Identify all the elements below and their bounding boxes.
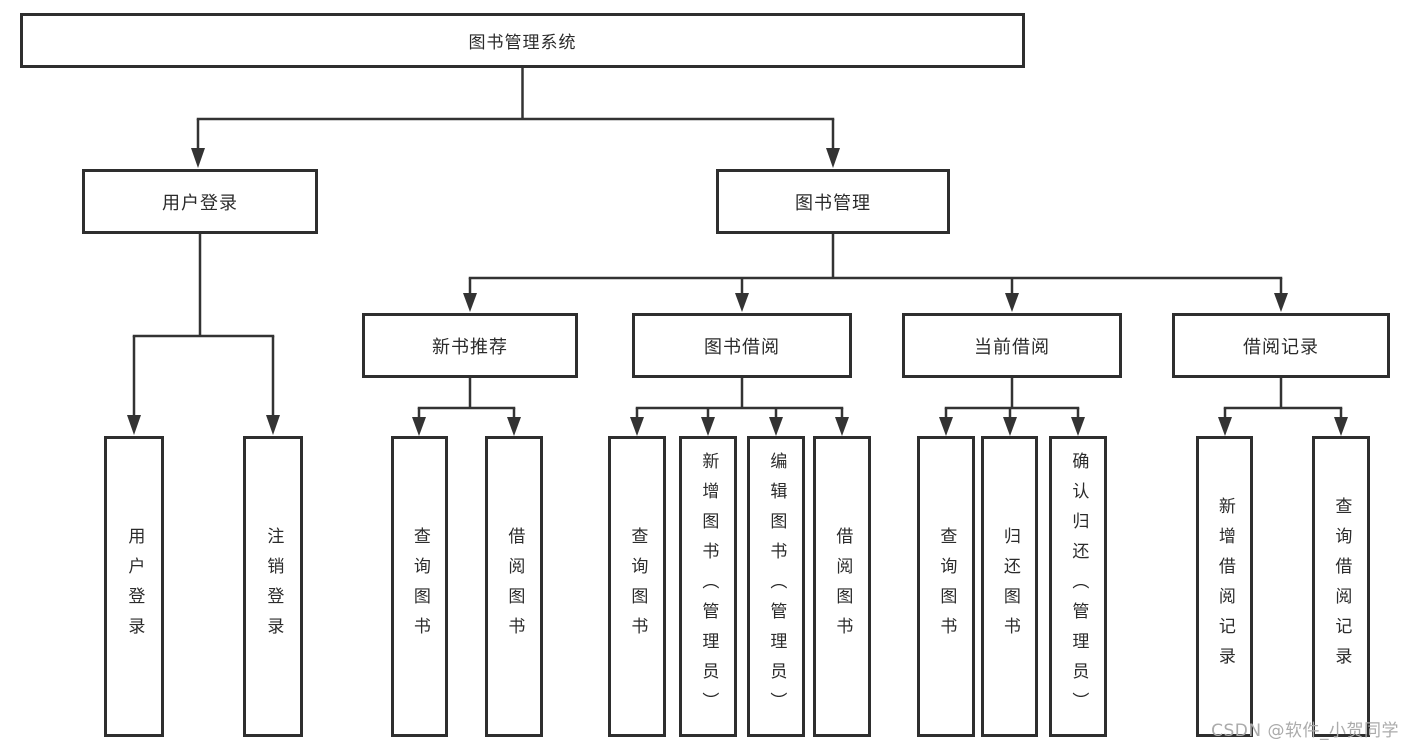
arrowhead-icons <box>127 148 1348 436</box>
node-new-book-recommend: 新书推荐 <box>362 313 578 378</box>
leaf-br-query-record: 查询借阅记录 <box>1312 436 1370 737</box>
leaf-br-add-record: 新增借阅记录 <box>1196 436 1253 737</box>
leaf-user-login-label: 用户登录 <box>124 526 145 647</box>
node-root: 图书管理系统 <box>20 13 1025 68</box>
leaf-bb-add-books-admin-label: 新增图书（管理员） <box>698 451 719 722</box>
leaf-bb-add-books-admin: 新增图书（管理员） <box>679 436 737 737</box>
leaf-cb-return-books: 归还图书 <box>981 436 1038 737</box>
node-new-book-recommend-label: 新书推荐 <box>432 336 508 358</box>
node-book-management-label: 图书管理 <box>795 192 871 214</box>
node-borrow-records-label: 借阅记录 <box>1243 336 1319 358</box>
node-root-label: 图书管理系统 <box>468 33 577 53</box>
leaf-bb-edit-books-admin-label: 编辑图书（管理员） <box>766 451 787 722</box>
leaf-bb-borrow-books-label: 借阅图书 <box>832 526 853 647</box>
node-user-login-label: 用户登录 <box>162 192 238 214</box>
node-book-borrowing: 图书借阅 <box>632 313 852 378</box>
leaf-bb-query-books: 查询图书 <box>608 436 666 737</box>
leaf-br-query-record-label: 查询借阅记录 <box>1331 496 1352 677</box>
node-current-borrowing: 当前借阅 <box>902 313 1122 378</box>
leaf-user-login: 用户登录 <box>104 436 164 737</box>
leaf-cb-return-books-label: 归还图书 <box>999 526 1020 647</box>
leaf-nb-query-books: 查询图书 <box>391 436 448 737</box>
node-current-borrowing-label: 当前借阅 <box>974 336 1050 358</box>
leaf-logout: 注销登录 <box>243 436 303 737</box>
node-user-login: 用户登录 <box>82 169 318 234</box>
leaf-logout-label: 注销登录 <box>263 526 284 647</box>
leaf-bb-borrow-books: 借阅图书 <box>813 436 871 737</box>
leaf-nb-borrow-books: 借阅图书 <box>485 436 543 737</box>
node-book-management: 图书管理 <box>716 169 950 234</box>
node-book-borrowing-label: 图书借阅 <box>704 336 780 358</box>
leaf-cb-query-books: 查询图书 <box>917 436 975 737</box>
leaf-cb-confirm-return-admin: 确认归还（管理员） <box>1049 436 1107 737</box>
node-borrow-records: 借阅记录 <box>1172 313 1390 378</box>
leaf-nb-borrow-books-label: 借阅图书 <box>504 526 525 647</box>
leaf-cb-query-books-label: 查询图书 <box>936 526 957 647</box>
leaf-cb-confirm-return-admin-label: 确认归还（管理员） <box>1068 451 1089 722</box>
leaf-bb-query-books-label: 查询图书 <box>627 526 648 647</box>
leaf-bb-edit-books-admin: 编辑图书（管理员） <box>747 436 805 737</box>
leaf-nb-query-books-label: 查询图书 <box>409 526 430 647</box>
leaf-br-add-record-label: 新增借阅记录 <box>1214 496 1235 677</box>
